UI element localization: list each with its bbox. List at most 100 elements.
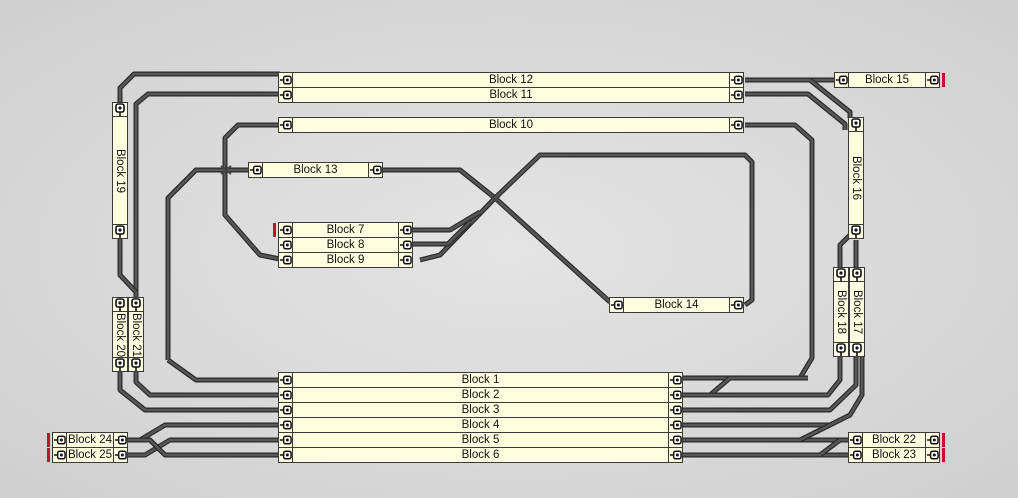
block-label: Block 18 bbox=[835, 289, 847, 335]
track-block11-curve bbox=[745, 91, 848, 130]
track-block23-connector bbox=[818, 437, 850, 457]
signal-icon[interactable] bbox=[729, 72, 744, 88]
signal-icon[interactable] bbox=[278, 417, 293, 433]
signal-icon[interactable] bbox=[848, 224, 864, 239]
signal-icon[interactable] bbox=[278, 447, 293, 463]
signal-icon[interactable] bbox=[398, 222, 413, 238]
signal-icon[interactable] bbox=[128, 357, 144, 372]
signal-icon[interactable] bbox=[729, 297, 744, 313]
block-4[interactable]: Block 4 bbox=[278, 417, 683, 433]
signal-icon[interactable] bbox=[278, 387, 293, 403]
track-block13-diag bbox=[383, 167, 612, 304]
signal-icon[interactable] bbox=[398, 252, 413, 268]
signal-icon[interactable] bbox=[668, 447, 683, 463]
signal-icon[interactable] bbox=[833, 342, 849, 357]
signal-icon[interactable] bbox=[278, 117, 293, 133]
signal-icon[interactable] bbox=[112, 102, 128, 117]
buffer-stop-icon bbox=[47, 448, 50, 462]
signal-icon[interactable] bbox=[848, 432, 863, 448]
block-1[interactable]: Block 1 bbox=[278, 372, 683, 388]
signal-icon[interactable] bbox=[278, 237, 293, 253]
block-label: Block 10 bbox=[488, 119, 534, 131]
signal-icon[interactable] bbox=[278, 87, 293, 103]
signal-icon[interactable] bbox=[834, 72, 849, 88]
signal-icon[interactable] bbox=[248, 162, 263, 178]
track-block10-right bbox=[683, 122, 815, 381]
signal-icon[interactable] bbox=[668, 432, 683, 448]
signal-icon[interactable] bbox=[113, 447, 128, 463]
block-label: Block 8 bbox=[326, 239, 365, 251]
block-label: Block 7 bbox=[326, 224, 365, 236]
block-label: Block 12 bbox=[488, 74, 534, 86]
block-6[interactable]: Block 6 bbox=[278, 447, 683, 463]
block-label: Block 24 bbox=[67, 434, 113, 446]
track-block10-left bbox=[222, 122, 281, 262]
block-11[interactable]: Block 11 bbox=[278, 87, 744, 103]
signal-icon[interactable] bbox=[112, 224, 128, 239]
block-label: Block 1 bbox=[461, 374, 500, 386]
track-block3-right bbox=[683, 357, 859, 413]
block-label: Block 21 bbox=[130, 312, 142, 357]
signal-icon[interactable] bbox=[609, 297, 624, 313]
block-14[interactable]: Block 14 bbox=[609, 297, 744, 313]
block-13[interactable]: Block 13 bbox=[248, 162, 383, 178]
block-10[interactable]: Block 10 bbox=[278, 117, 744, 133]
block-label: Block 23 bbox=[871, 449, 917, 461]
block-15[interactable]: Block 15 bbox=[834, 72, 940, 88]
signal-icon[interactable] bbox=[729, 87, 744, 103]
signal-icon[interactable] bbox=[398, 237, 413, 253]
signal-icon[interactable] bbox=[849, 342, 865, 357]
track-block1-left bbox=[166, 357, 280, 383]
signal-icon[interactable] bbox=[668, 372, 683, 388]
signal-icon[interactable] bbox=[278, 252, 293, 268]
buffer-stop-icon bbox=[942, 73, 945, 87]
block-label: Block 13 bbox=[293, 164, 338, 176]
signal-icon[interactable] bbox=[278, 372, 293, 388]
block-9[interactable]: Block 9 bbox=[278, 252, 413, 268]
block-3[interactable]: Block 3 bbox=[278, 402, 683, 418]
track-block17-right bbox=[683, 357, 843, 398]
signal-icon[interactable] bbox=[278, 432, 293, 448]
block-25[interactable]: Block 25 bbox=[52, 447, 128, 463]
signal-icon[interactable] bbox=[113, 432, 128, 448]
signal-icon[interactable] bbox=[52, 447, 67, 463]
block-label: Block 9 bbox=[326, 254, 365, 266]
diamond-crossing-icon[interactable] bbox=[220, 165, 232, 175]
block-19[interactable]: Block 19 bbox=[112, 102, 128, 239]
signal-icon[interactable] bbox=[668, 402, 683, 418]
block-label: Block 14 bbox=[654, 299, 699, 311]
signal-icon[interactable] bbox=[925, 72, 940, 88]
signal-icon[interactable] bbox=[128, 297, 144, 312]
block-8[interactable]: Block 8 bbox=[278, 237, 413, 253]
track-block13-left bbox=[165, 167, 248, 360]
diamond-crossing-icon[interactable] bbox=[489, 195, 501, 205]
signal-icon[interactable] bbox=[833, 267, 849, 282]
track-block19-down bbox=[117, 238, 138, 294]
signal-icon[interactable] bbox=[278, 402, 293, 418]
block-24[interactable]: Block 24 bbox=[52, 432, 128, 448]
signal-icon[interactable] bbox=[278, 222, 293, 238]
block-23[interactable]: Block 23 bbox=[848, 447, 940, 463]
block-16[interactable]: Block 16 bbox=[848, 117, 864, 239]
signal-icon[interactable] bbox=[925, 447, 940, 463]
signal-icon[interactable] bbox=[112, 297, 128, 312]
track-block8-exit bbox=[413, 220, 472, 247]
signal-icon[interactable] bbox=[368, 162, 383, 178]
signal-icon[interactable] bbox=[729, 117, 744, 133]
block-7[interactable]: Block 7 bbox=[278, 222, 413, 238]
block-5[interactable]: Block 5 bbox=[278, 432, 683, 448]
signal-icon[interactable] bbox=[668, 387, 683, 403]
block-12[interactable]: Block 12 bbox=[278, 72, 744, 88]
signal-icon[interactable] bbox=[112, 357, 128, 372]
signal-icon[interactable] bbox=[848, 447, 863, 463]
signal-icon[interactable] bbox=[52, 432, 67, 448]
signal-icon[interactable] bbox=[668, 417, 683, 433]
signal-icon[interactable] bbox=[849, 267, 865, 282]
signal-icon[interactable] bbox=[925, 432, 940, 448]
block-2[interactable]: Block 2 bbox=[278, 387, 683, 403]
signal-icon[interactable] bbox=[848, 117, 864, 132]
signal-icon[interactable] bbox=[278, 72, 293, 88]
buffer-stop-icon bbox=[942, 448, 945, 462]
block-label: Block 19 bbox=[114, 148, 126, 193]
